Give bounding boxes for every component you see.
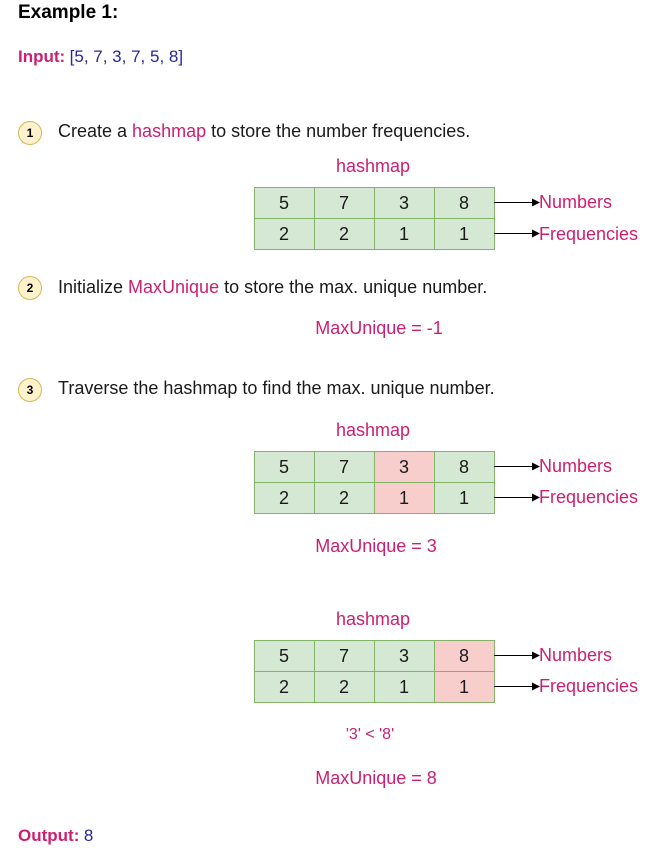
frequencies-label-2: Frequencies	[539, 487, 639, 507]
step-2-badge: 2	[18, 276, 42, 300]
step-3-text: Traverse the hashmap to find the max. un…	[58, 378, 495, 399]
number-cell: 8	[433, 450, 495, 483]
number-cell: 3	[373, 450, 435, 483]
number-cell: 3	[373, 186, 435, 219]
hashmap-label-1: hashmap	[335, 156, 411, 176]
output-value: 8	[83, 826, 94, 845]
frequency-cell: 1	[433, 217, 495, 250]
hashmap-label-2: hashmap	[335, 420, 411, 440]
number-cell: 5	[253, 450, 315, 483]
step-2-post: to store the max. unique number.	[219, 277, 488, 297]
number-cell: 5	[253, 186, 315, 219]
frequency-cell: 1	[433, 481, 495, 514]
number-cell: 8	[433, 186, 495, 219]
step-1-highlight: hashmap	[132, 121, 207, 141]
frequency-cell: 1	[373, 670, 435, 703]
numbers-label-2: Numbers	[539, 456, 613, 476]
frequencies-label-3: Frequencies	[539, 676, 639, 696]
frequency-cell: 2	[313, 481, 375, 514]
step-1-badge: 1	[18, 121, 42, 145]
number-cell: 7	[313, 450, 375, 483]
frequencies-label-1: Frequencies	[539, 224, 639, 244]
step-1-post: to store the number frequencies.	[206, 121, 471, 141]
output-line: Output: 8	[18, 826, 93, 846]
input-label: Input:	[18, 47, 66, 66]
max-unique-initial: MaxUnique = -1	[315, 318, 443, 338]
number-cell: 8	[433, 639, 495, 672]
step-3-badge: 3	[18, 378, 42, 402]
hashmap-label-3: hashmap	[335, 609, 411, 629]
number-cell: 3	[373, 639, 435, 672]
numbers-label-1: Numbers	[539, 192, 613, 212]
max-unique-3: MaxUnique = 3	[315, 536, 437, 556]
frequency-cell: 2	[313, 670, 375, 703]
numbers-label-3: Numbers	[539, 645, 613, 665]
frequency-cell: 1	[373, 217, 435, 250]
frequency-cell: 2	[253, 481, 315, 514]
step-2-text: Initialize MaxUnique to store the max. u…	[58, 277, 487, 298]
step-3-pre: Traverse the hashmap to find the max. un…	[58, 378, 495, 398]
example-title: Example 1:	[18, 2, 119, 23]
frequency-cell: 2	[313, 217, 375, 250]
frequency-cell: 1	[433, 670, 495, 703]
output-label: Output:	[18, 826, 80, 845]
number-cell: 7	[313, 186, 375, 219]
step-2-highlight: MaxUnique	[128, 277, 220, 297]
frequency-cell: 2	[253, 670, 315, 703]
step-2-pre: Initialize	[58, 277, 129, 297]
frequency-cell: 1	[373, 481, 435, 514]
input-line: Input: [5, 7, 3, 7, 5, 8]	[18, 47, 183, 67]
step-1-pre: Create a	[58, 121, 133, 141]
comparison-note: '3' < '8'	[345, 726, 395, 743]
max-unique-8: MaxUnique = 8	[315, 768, 437, 788]
frequency-cell: 2	[253, 217, 315, 250]
row-arrows-1	[494, 198, 540, 238]
step-1-text: Create a hashmap to store the number fre…	[58, 121, 470, 142]
number-cell: 5	[253, 639, 315, 672]
number-cell: 7	[313, 639, 375, 672]
row-arrows-2	[494, 462, 540, 502]
input-value: [5, 7, 3, 7, 5, 8]	[69, 47, 184, 66]
row-arrows-3	[494, 651, 540, 691]
